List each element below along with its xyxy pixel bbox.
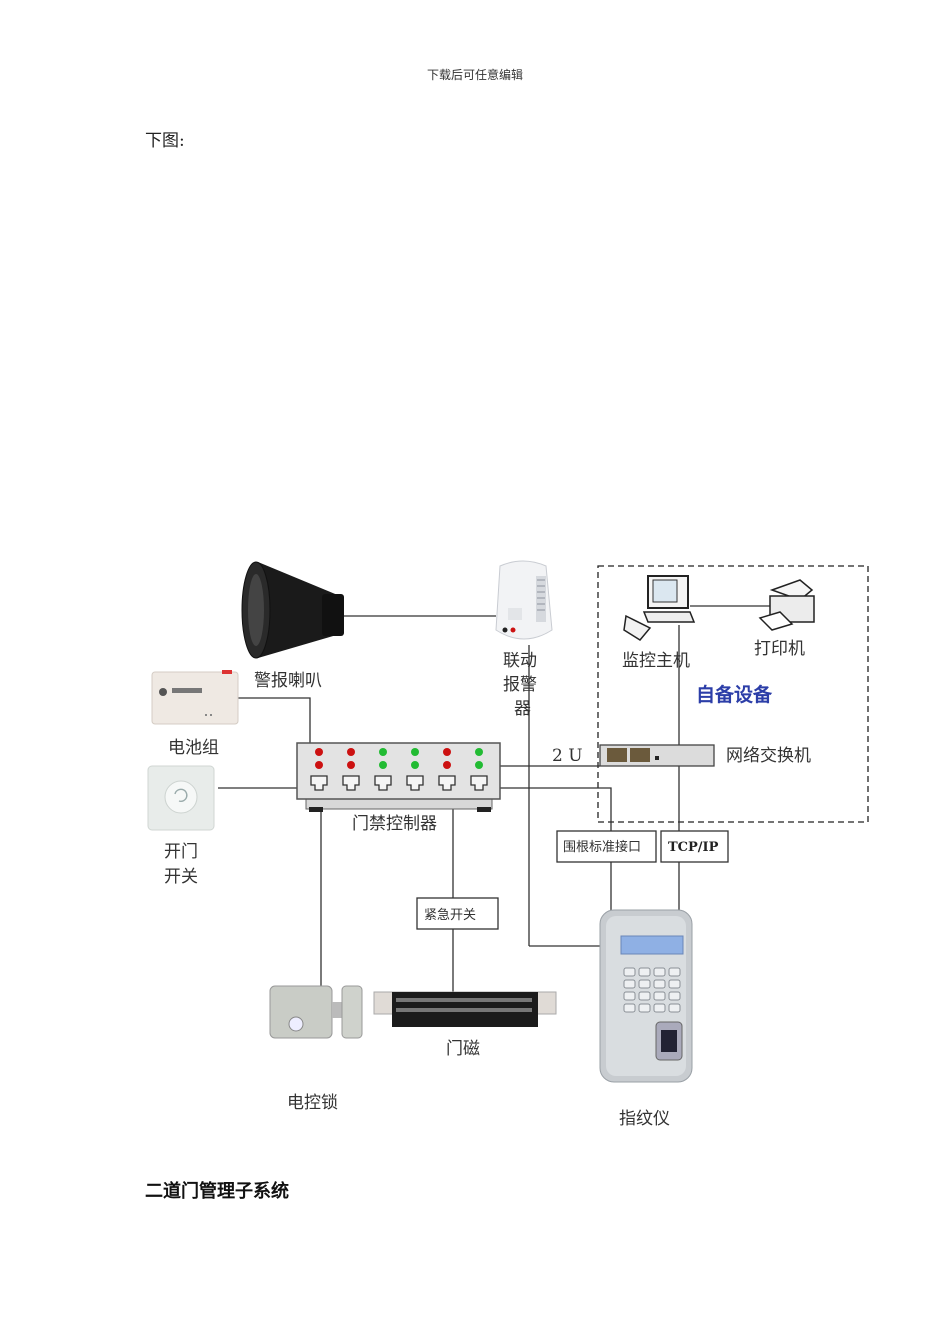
access-controller-icon xyxy=(296,742,501,812)
link-2u-label: 2 U xyxy=(552,746,583,766)
alarm-speaker-icon xyxy=(241,561,344,659)
emergency-switch-box xyxy=(416,897,499,930)
door-button-label-2: 开关 xyxy=(164,867,198,887)
intro-text: 下图: xyxy=(145,131,185,151)
fingerprint-reader-label: 指纹仪 xyxy=(619,1109,670,1129)
controller-port-6 xyxy=(470,775,488,791)
keypad-key xyxy=(638,991,651,1001)
door-button-label-1: 开门 xyxy=(164,842,198,862)
controller-led-5-top xyxy=(443,748,451,756)
door-magnet-label: 门磁 xyxy=(446,1039,480,1059)
keypad-key xyxy=(623,991,636,1001)
controller-port-1 xyxy=(310,775,328,791)
keypad-key xyxy=(623,979,636,989)
fingerprint-keypad xyxy=(623,967,681,1013)
wiegand-interface-box xyxy=(556,830,657,863)
linked-alarm-label-3: 器 xyxy=(514,699,531,719)
keypad-key xyxy=(668,979,681,989)
section-title: 二道门管理子系统 xyxy=(145,1181,289,1202)
battery-icon xyxy=(151,670,239,725)
alarm-speaker-label: 警报喇叭 xyxy=(254,671,322,691)
monitor-host-icon xyxy=(623,575,696,641)
own-equipment-label: 自备设备 xyxy=(696,683,773,706)
page-header: 下载后可任意编辑 xyxy=(426,68,523,82)
controller-port-2 xyxy=(342,775,360,791)
controller-led-6-top xyxy=(475,748,483,756)
keypad-key xyxy=(668,967,681,977)
controller-led-6-bottom xyxy=(475,761,483,769)
network-switch-icon xyxy=(599,744,715,767)
connection-lines xyxy=(218,605,770,995)
keypad-key xyxy=(653,979,666,989)
line-controller-fingerprint xyxy=(500,787,612,912)
tcpip-box xyxy=(660,830,729,863)
tcpip-label: TCP/IP xyxy=(668,840,719,855)
controller-leds xyxy=(315,748,483,769)
keypad-key xyxy=(668,991,681,1001)
emergency-switch-label: 紧急开关 xyxy=(424,908,476,923)
keypad-key xyxy=(653,991,666,1001)
electric-lock-label: 电控锁 xyxy=(287,1093,338,1113)
linked-alarm-label-2: 报警 xyxy=(503,675,537,695)
fingerprint-reader-icon xyxy=(599,909,693,1083)
line-battery-controller xyxy=(238,697,311,745)
controller-led-4-bottom xyxy=(411,761,419,769)
keypad-key xyxy=(668,1003,681,1013)
keypad-key xyxy=(653,967,666,977)
keypad-key xyxy=(638,979,651,989)
own-equipment-group-box xyxy=(597,565,869,823)
door-magnet-icon xyxy=(373,991,557,1027)
keypad-key xyxy=(653,1003,666,1013)
controller-led-3-bottom xyxy=(379,761,387,769)
controller-led-2-top xyxy=(347,748,355,756)
linked-alarm-label-1: 联动 xyxy=(503,651,537,671)
controller-label: 门禁控制器 xyxy=(352,814,437,834)
controller-led-3-top xyxy=(379,748,387,756)
monitor-host-label: 监控主机 xyxy=(622,651,690,671)
electric-lock-icon xyxy=(269,985,363,1039)
controller-port-3 xyxy=(374,775,392,791)
controller-led-2-bottom xyxy=(347,761,355,769)
door-button-icon xyxy=(147,765,215,831)
controller-port-4 xyxy=(406,775,424,791)
controller-ports xyxy=(310,775,488,791)
linked-alarm-icon xyxy=(495,560,553,640)
keypad-key xyxy=(623,1003,636,1013)
wiegand-interface-label: 围根标准接口 xyxy=(563,839,641,855)
controller-led-1-bottom xyxy=(315,761,323,769)
keypad-key xyxy=(638,967,651,977)
battery-label: 电池组 xyxy=(168,738,219,758)
controller-led-5-bottom xyxy=(443,761,451,769)
network-switch-label: 网络交换机 xyxy=(726,746,811,766)
printer-icon xyxy=(758,579,815,631)
controller-led-1-top xyxy=(315,748,323,756)
keypad-key xyxy=(623,967,636,977)
controller-port-5 xyxy=(438,775,456,791)
printer-label: 打印机 xyxy=(754,639,805,659)
controller-led-4-top xyxy=(411,748,419,756)
keypad-key xyxy=(638,1003,651,1013)
